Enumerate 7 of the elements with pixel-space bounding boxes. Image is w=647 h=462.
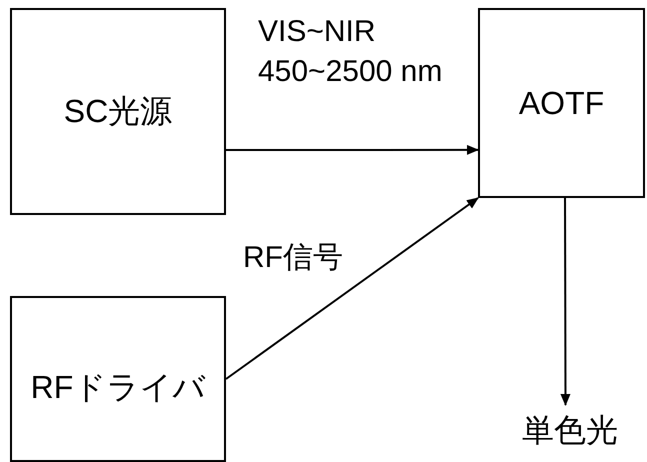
arrow (560, 198, 570, 406)
process-box: RFドライバ (10, 296, 226, 462)
arrow (225, 197, 479, 380)
process-box: AOTF (478, 8, 645, 198)
process-box: SC光源 (10, 8, 226, 215)
arrow (226, 144, 479, 155)
output-label: 単色光 (495, 405, 645, 457)
